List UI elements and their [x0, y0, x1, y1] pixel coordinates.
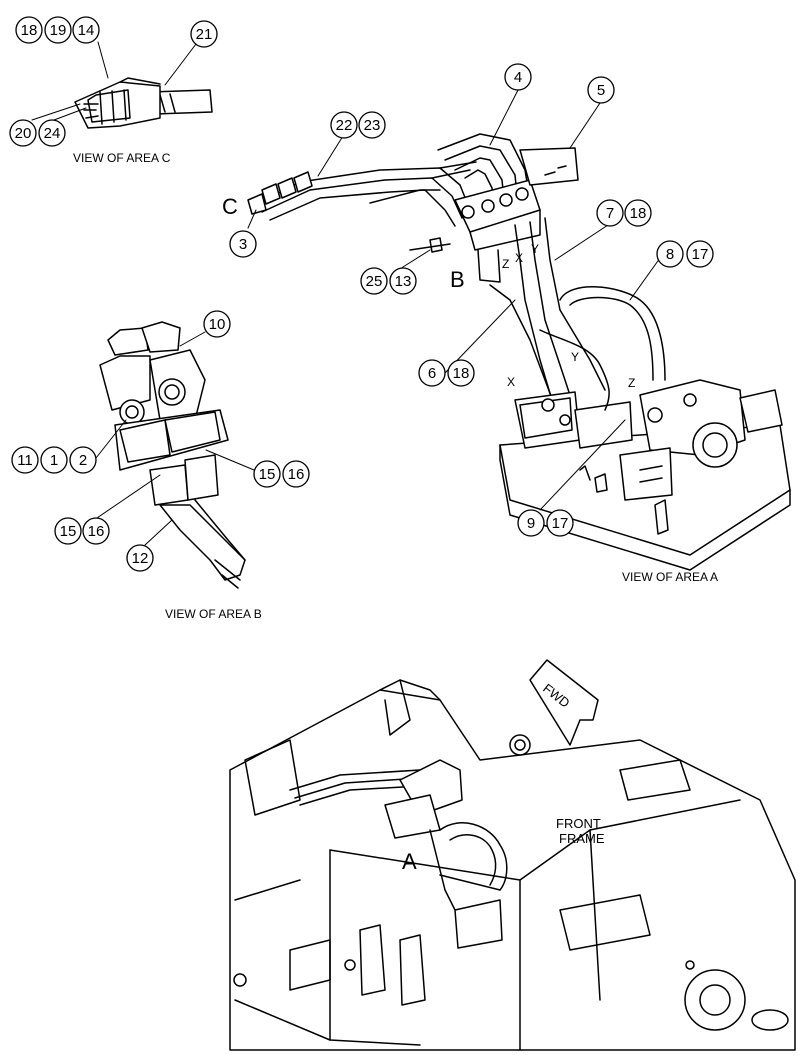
callout-bubble: 3 — [229, 230, 257, 258]
callout-number: 8 — [666, 246, 674, 263]
callout-bubble: 7 — [596, 199, 624, 227]
callout-bubble: 9 — [517, 509, 545, 537]
leader-lines-b — [93, 331, 255, 546]
callout-number: 1 — [50, 452, 58, 469]
callout-bubble: 17 — [686, 240, 714, 268]
callout-bubble: 15 — [54, 517, 82, 545]
callout-bubble: 5 — [587, 76, 615, 104]
leader-lines-routing — [247, 89, 609, 374]
callout-bubble: 2 — [69, 446, 97, 474]
callout-bubble: 16 — [82, 517, 110, 545]
front-frame-label-line1: FRONT — [556, 816, 601, 831]
port-label-z: Z — [502, 257, 509, 271]
callout-bubble: 8 — [656, 240, 684, 268]
connectors-area-c — [247, 171, 313, 215]
callout-number: 23 — [364, 117, 381, 134]
callout-number: 21 — [196, 26, 213, 43]
callout-number: 9 — [527, 515, 535, 532]
callout-number: 2 — [79, 452, 87, 469]
callout-number: 12 — [132, 550, 149, 567]
view-b-drawing — [99, 321, 246, 589]
front-frame-label-line2: FRAME — [559, 831, 605, 846]
callout-number: 25 — [366, 273, 383, 290]
callout-number: 13 — [395, 273, 412, 290]
callout-number: 17 — [692, 246, 709, 263]
view-a-caption: VIEW OF AREA A — [622, 570, 718, 584]
callout-bubble: 15 — [253, 460, 281, 488]
callout-bubble: 1 — [40, 446, 68, 474]
callout-bubble: 11 — [11, 446, 39, 474]
hoses-to-area-a — [489, 217, 606, 421]
callout-bubble: 18 — [15, 16, 43, 44]
area-letter-b: B — [450, 267, 465, 292]
callout-bubble: 25 — [360, 267, 388, 295]
callout-bubble: 14 — [72, 16, 100, 44]
callout-bubble: 19 — [44, 16, 72, 44]
area-letter-a: A — [402, 849, 417, 874]
hose-routing-group — [247, 89, 609, 421]
leader-lines-c — [31, 41, 197, 121]
callout-number: 18 — [21, 22, 38, 39]
callout-number: 7 — [606, 205, 614, 222]
callout-number: 18 — [630, 205, 647, 222]
port-label-y: Y — [571, 350, 579, 364]
callout-bubble: 16 — [282, 460, 310, 488]
callout-bubble: 23 — [358, 111, 386, 139]
port-label-x: X — [515, 251, 523, 265]
callout-number: 19 — [50, 22, 67, 39]
callouts: 18 19 14 21 20 24 22 23 3 4 5 7 18 8 17 … — [9, 16, 714, 572]
callout-number: 24 — [44, 125, 61, 142]
callout-bubble: 13 — [389, 267, 417, 295]
callout-bubble: 20 — [9, 119, 37, 147]
view-area-a: VIEW OF AREA A — [499, 257, 791, 584]
port-label-z: Z — [628, 376, 635, 390]
callout-number: 16 — [88, 523, 105, 540]
view-c-caption: VIEW OF AREA C — [73, 151, 171, 165]
callout-bubble: 10 — [203, 310, 231, 338]
callout-bubble: 6 — [418, 359, 446, 387]
callout-number: 18 — [453, 365, 470, 382]
view-area-c: VIEW OF AREA C — [31, 41, 213, 165]
leader-lines-a — [539, 257, 661, 511]
area-letter-c: C — [222, 194, 238, 219]
callout-bubble: 17 — [546, 509, 574, 537]
callout-bubble: 18 — [447, 359, 475, 387]
callout-bubble: 4 — [504, 63, 532, 91]
callout-bubble: 24 — [38, 119, 66, 147]
callout-number: 22 — [336, 117, 353, 134]
valve-block-b — [409, 147, 579, 283]
callout-number: 4 — [514, 69, 522, 86]
callout-bubble: 18 — [624, 199, 652, 227]
callout-number: 15 — [259, 466, 276, 483]
port-label-y: Y — [531, 242, 539, 256]
frame-hose-cluster — [289, 759, 508, 911]
view-a-drawing — [499, 286, 791, 571]
callout-number: 10 — [209, 316, 226, 333]
view-area-b: VIEW OF AREA B — [93, 321, 262, 621]
view-c-drawing — [74, 77, 213, 129]
callout-number: 6 — [428, 365, 436, 382]
front-frame-drawing — [229, 679, 796, 1051]
port-label-x: X — [507, 375, 515, 389]
view-b-caption: VIEW OF AREA B — [165, 607, 262, 621]
callout-number: 15 — [60, 523, 77, 540]
callout-bubble: 12 — [126, 544, 154, 572]
callout-number: 17 — [552, 515, 569, 532]
callout-bubble: 22 — [330, 111, 358, 139]
callout-number: 11 — [17, 452, 33, 469]
callout-number: 20 — [15, 125, 32, 142]
callout-bubble: 21 — [190, 20, 218, 48]
callout-number: 16 — [288, 466, 305, 483]
callout-number: 3 — [239, 236, 247, 253]
callout-number: 14 — [78, 22, 95, 39]
fwd-arrow: FWD — [529, 659, 599, 746]
callout-number: 5 — [597, 82, 605, 99]
